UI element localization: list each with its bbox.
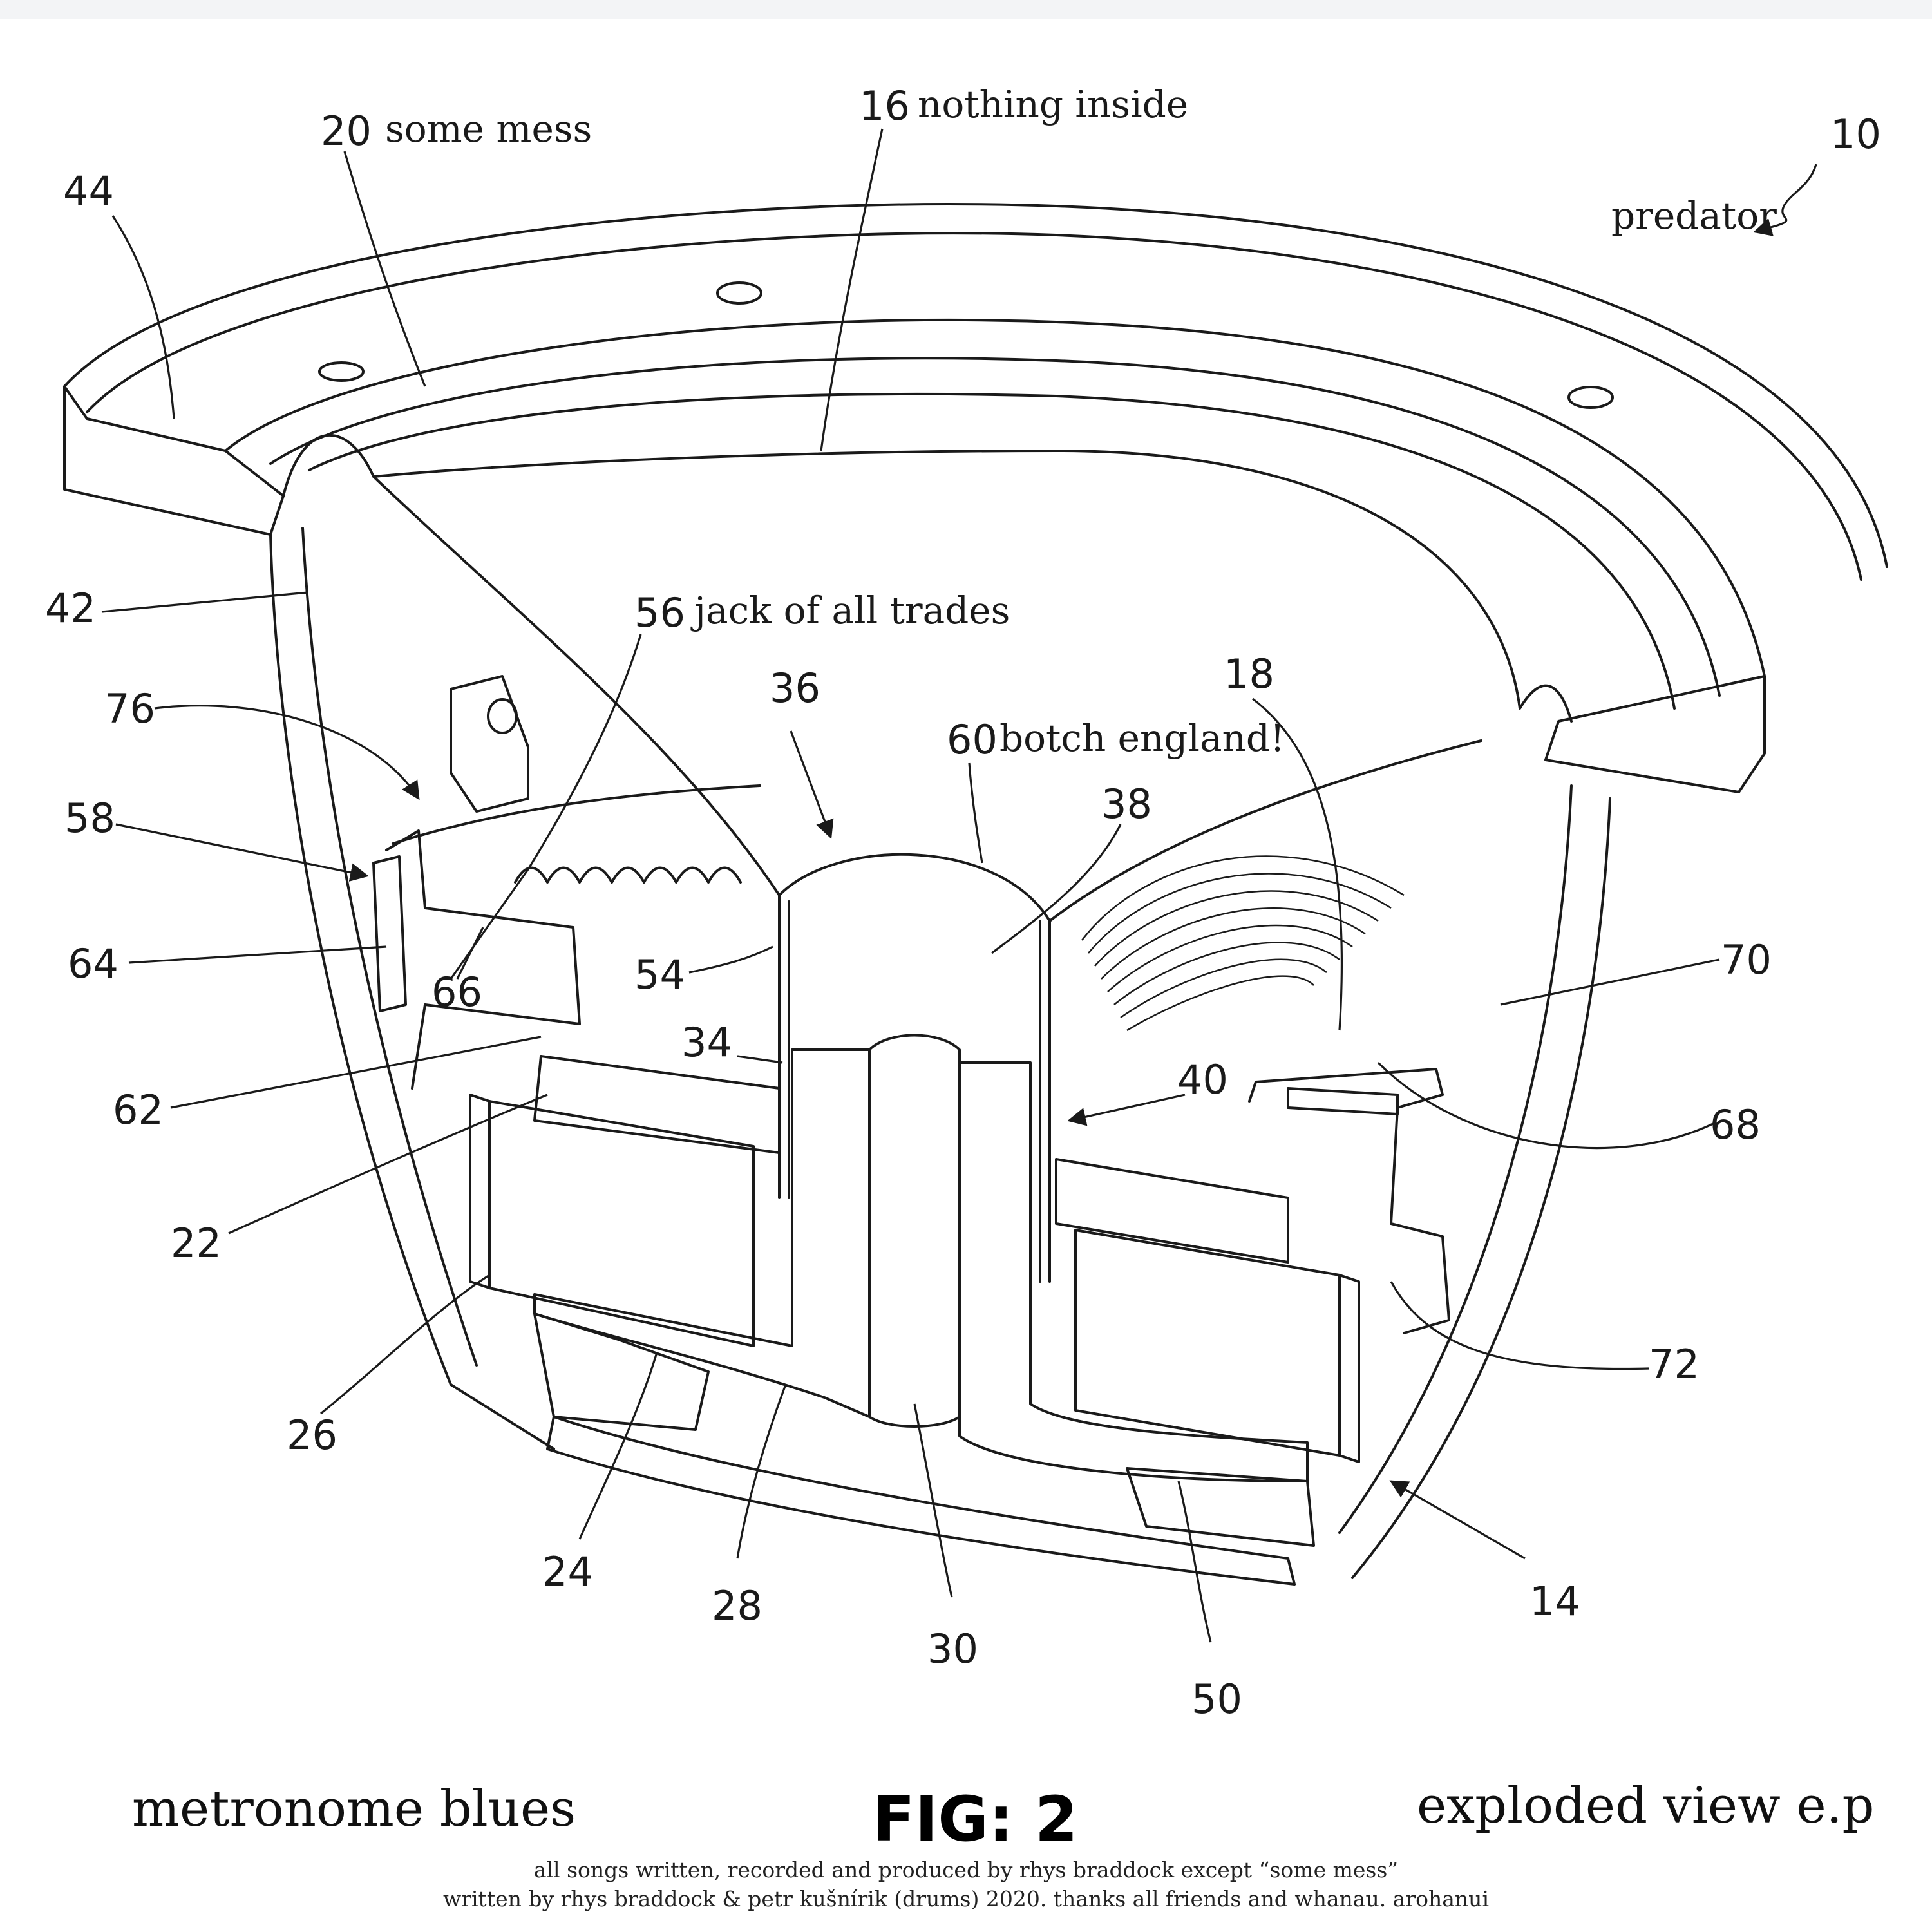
label-16-text: nothing inside — [918, 82, 1188, 126]
rear-cap — [546, 1416, 1296, 1586]
label-28-number: 28 — [712, 1582, 762, 1629]
footer-left-title: metronome blues — [132, 1780, 576, 1838]
coil-former-outline — [778, 894, 1051, 1283]
frame-rim-inner — [224, 318, 1766, 677]
basket-wall-right-inner — [1338, 784, 1573, 1534]
mount-hole — [318, 361, 365, 382]
label-24-number: 24 — [542, 1548, 593, 1595]
cone-left — [372, 475, 781, 896]
label-62-number: 62 — [113, 1086, 164, 1133]
label-36-number: 36 — [770, 665, 820, 712]
label-26-number: 26 — [287, 1412, 337, 1459]
rear-cap-hatch-left — [533, 1312, 710, 1431]
basket-wall-left — [269, 533, 555, 1450]
top-plate-right — [1055, 1158, 1289, 1264]
speaker-drawing — [63, 203, 1888, 1586]
label-42-number: 42 — [45, 585, 96, 632]
label-68-number: 68 — [1710, 1101, 1761, 1148]
flange-right — [1544, 675, 1766, 793]
label-20-number: 20 — [321, 108, 372, 155]
label-30-number: 30 — [927, 1625, 978, 1672]
spider-left — [392, 784, 761, 845]
frame-rim-inner-3 — [308, 392, 1676, 710]
top-band — [0, 0, 1932, 19]
spider-right-rings — [1081, 855, 1405, 1032]
label-56-number: 56 — [634, 589, 685, 636]
top-plate-left — [533, 1055, 781, 1154]
label-38-number: 38 — [1101, 781, 1152, 828]
coil-former-inner — [788, 900, 1041, 1283]
label-20-text: some mess — [385, 107, 592, 151]
label-70-number: 70 — [1721, 936, 1772, 983]
label-60-number: 60 — [947, 716, 998, 763]
leader-lines — [101, 128, 1817, 1643]
credits-line-2: written by rhys braddock & petr kušnírik… — [443, 1886, 1489, 1911]
magnet-shield-left — [469, 1094, 491, 1289]
label-54-number: 54 — [634, 951, 685, 998]
mount-hole — [1567, 386, 1614, 409]
credits-line-1: all songs written, recorded and produced… — [534, 1857, 1398, 1882]
dust-cap — [778, 853, 1051, 922]
label-40-number: 40 — [1177, 1056, 1228, 1103]
label-22-number: 22 — [171, 1220, 222, 1267]
pole-piece-left — [533, 1048, 871, 1418]
clip-bar — [1287, 1087, 1399, 1115]
terminal-bracket — [385, 829, 581, 1090]
label-18-number: 18 — [1224, 650, 1274, 697]
fig-title: FIG: 2 — [873, 1783, 1078, 1855]
vent-bore — [868, 1034, 961, 1428]
label-76-number: 76 — [104, 685, 155, 732]
pole-piece-right — [958, 1061, 1309, 1482]
label-predator-text: predator — [1611, 194, 1777, 238]
label-50-number: 50 — [1191, 1676, 1242, 1723]
label-34-number: 34 — [681, 1019, 732, 1066]
label-72-number: 72 — [1649, 1341, 1700, 1388]
spider-left-wave — [514, 866, 742, 884]
basket-wall-right — [1351, 797, 1611, 1579]
retaining-clip — [1248, 1068, 1450, 1334]
label-60-text: botch england! — [999, 716, 1285, 760]
frame-rim-outer-2 — [86, 232, 1862, 581]
magnet-right — [1074, 1229, 1341, 1457]
terminal-lug — [450, 675, 529, 813]
magnet-shield-right — [1338, 1274, 1360, 1463]
label-58-number: 58 — [64, 795, 115, 842]
label-44-number: 44 — [63, 167, 114, 214]
rear-cap-hatch-right — [1126, 1467, 1315, 1547]
label-10-number: 10 — [1830, 111, 1881, 158]
terminal-block — [372, 855, 407, 1012]
label-66-number: 66 — [431, 969, 482, 1016]
frame-rim-outer — [63, 203, 1888, 568]
label-14-number: 14 — [1530, 1578, 1580, 1625]
terminal-hole — [487, 698, 518, 734]
magnet-left — [488, 1100, 755, 1347]
mount-hole — [716, 281, 762, 305]
part-labels: 10 44 20 some mess 16 nothing inside pre… — [45, 82, 1881, 1723]
label-64-number: 64 — [68, 940, 118, 987]
footer-right-title: exploded view e.p — [1417, 1777, 1874, 1835]
footer: metronome blues FIG: 2 exploded view e.p… — [132, 1777, 1874, 1911]
frame-rim-inner-2 — [269, 357, 1721, 697]
surround-roll — [282, 433, 1573, 723]
basket-wall-left-inner — [301, 527, 478, 1367]
label-16-number: 16 — [859, 82, 910, 129]
cone-right — [1048, 739, 1482, 922]
label-56-text: jack of all trades — [690, 589, 1010, 632]
